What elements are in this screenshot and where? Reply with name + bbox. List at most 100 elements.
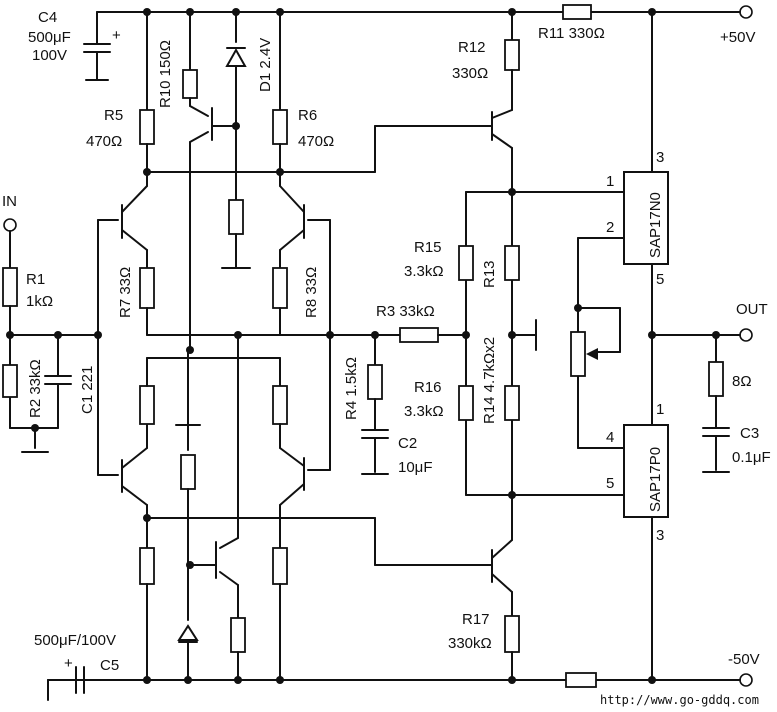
junction-dot <box>574 304 582 312</box>
r5-label: R5 <box>104 107 123 124</box>
feedback-network <box>361 327 467 475</box>
top-driver-stage <box>139 11 481 351</box>
bottom-current-sources <box>97 334 489 681</box>
r14-label: R14 4.7kΩx2 <box>481 337 498 424</box>
junction-dot <box>276 8 284 16</box>
out-label: OUT <box>736 301 768 318</box>
r17-label: R17 <box>462 611 490 628</box>
r17-value: 330kΩ <box>448 635 492 652</box>
sap17n0-label: SAP17N0 <box>647 192 664 258</box>
r8-label: R8 33Ω <box>303 267 320 318</box>
r12-label: R12 <box>458 39 486 56</box>
power-rails <box>47 11 741 681</box>
in-label: IN <box>2 193 17 210</box>
junction-dot <box>54 331 62 339</box>
input-network <box>2 218 99 453</box>
vminus-label: -50V <box>728 651 760 668</box>
capacitor-c4 <box>83 11 111 81</box>
c2-value: 10μF <box>398 459 433 476</box>
junction-dot <box>143 8 151 16</box>
c5-plus-sign: + <box>64 655 73 672</box>
junction-dot <box>648 331 656 339</box>
bias-chain <box>458 11 621 496</box>
output-stage <box>570 11 753 681</box>
r6-label: R6 <box>298 107 317 124</box>
r4-label: R4 1.5kΩ <box>343 357 360 420</box>
c3-label: C3 <box>740 425 759 442</box>
c3-value: 0.1μF <box>732 449 771 466</box>
r15-label: R15 <box>414 239 442 256</box>
r7-label: R7 33Ω <box>117 267 134 318</box>
junction-dot <box>232 8 240 16</box>
junction-dot <box>712 331 720 339</box>
c4-plus-sign: + <box>112 27 121 44</box>
capacitor-c5 <box>47 666 101 701</box>
r3-label: R3 33kΩ <box>376 303 435 320</box>
sap17p0-pin4: 4 <box>606 429 614 446</box>
component-labels: C4 500μF 100V + R10 150Ω D1 2.4V R12 330… <box>2 9 771 707</box>
sap17p0-pin1: 1 <box>656 401 664 418</box>
diff-pair-stage <box>97 171 376 476</box>
d1-label: D1 2.4V <box>257 38 274 92</box>
junction-dot <box>31 424 39 432</box>
r16-label: R16 <box>414 379 442 396</box>
junction-dot <box>462 331 470 339</box>
c2-label: C2 <box>398 435 417 452</box>
c5-label: C5 <box>100 657 119 674</box>
sap17n0-ic <box>623 171 669 265</box>
r6-value: 470Ω <box>298 133 334 150</box>
junction-dot <box>371 331 379 339</box>
junction-dot <box>6 331 14 339</box>
sap17p0-ic <box>623 424 669 518</box>
r10-label: R10 150Ω <box>157 40 174 108</box>
vplus-label: +50V <box>720 29 755 46</box>
junction-dot <box>234 676 242 684</box>
junction-dot <box>648 676 656 684</box>
junction-dots <box>6 8 720 684</box>
sap17n0-pin3: 3 <box>656 149 664 166</box>
junction-dot <box>143 168 151 176</box>
c4-voltage: 100V <box>32 47 67 64</box>
junction-dot <box>508 188 516 196</box>
vplus-terminal <box>739 5 753 19</box>
junction-dot <box>276 168 284 176</box>
c1-label: C1 221 <box>79 366 96 414</box>
sap17p0-label: SAP17P0 <box>647 447 664 512</box>
resistor-r11 <box>562 4 592 20</box>
junction-dot <box>508 8 516 16</box>
c5-value: 500μF/100V <box>34 632 116 649</box>
vminus-terminal <box>739 673 753 687</box>
r15-value: 3.3kΩ <box>404 263 444 280</box>
c4-label: C4 <box>38 9 57 26</box>
junction-dot <box>276 676 284 684</box>
junction-dot <box>143 514 151 522</box>
junction-dot <box>184 676 192 684</box>
r1-label: R1 <box>26 271 45 288</box>
junction-dot <box>186 346 194 354</box>
sap17n0-pin1: 1 <box>606 173 614 190</box>
r5-value: 470Ω <box>86 133 122 150</box>
junction-dot <box>94 331 102 339</box>
sap17p0-pin3: 3 <box>656 527 664 544</box>
sap17p0-pin5: 5 <box>606 475 614 492</box>
junction-dot <box>232 122 240 130</box>
junction-dot <box>508 491 516 499</box>
junction-dot <box>234 331 242 339</box>
junction-dot <box>186 8 194 16</box>
junction-dot <box>143 676 151 684</box>
c4-capacitance: 500μF <box>28 29 71 46</box>
predriver-transistor <box>487 494 520 681</box>
junction-dot <box>648 8 656 16</box>
junction-dot <box>508 331 516 339</box>
sap17n0-pin5: 5 <box>656 271 664 288</box>
load-resistor-label: 8Ω <box>732 373 752 390</box>
website-watermark: http://www.go-gddq.com <box>600 693 759 707</box>
r1-value: 1kΩ <box>26 293 53 310</box>
sap17n0-pin2: 2 <box>606 219 614 236</box>
junction-dot <box>508 676 516 684</box>
r13-label: R13 <box>481 260 498 288</box>
junction-dot <box>186 561 194 569</box>
r16-value: 3.3kΩ <box>404 403 444 420</box>
resistor-rail-minus <box>565 672 597 688</box>
